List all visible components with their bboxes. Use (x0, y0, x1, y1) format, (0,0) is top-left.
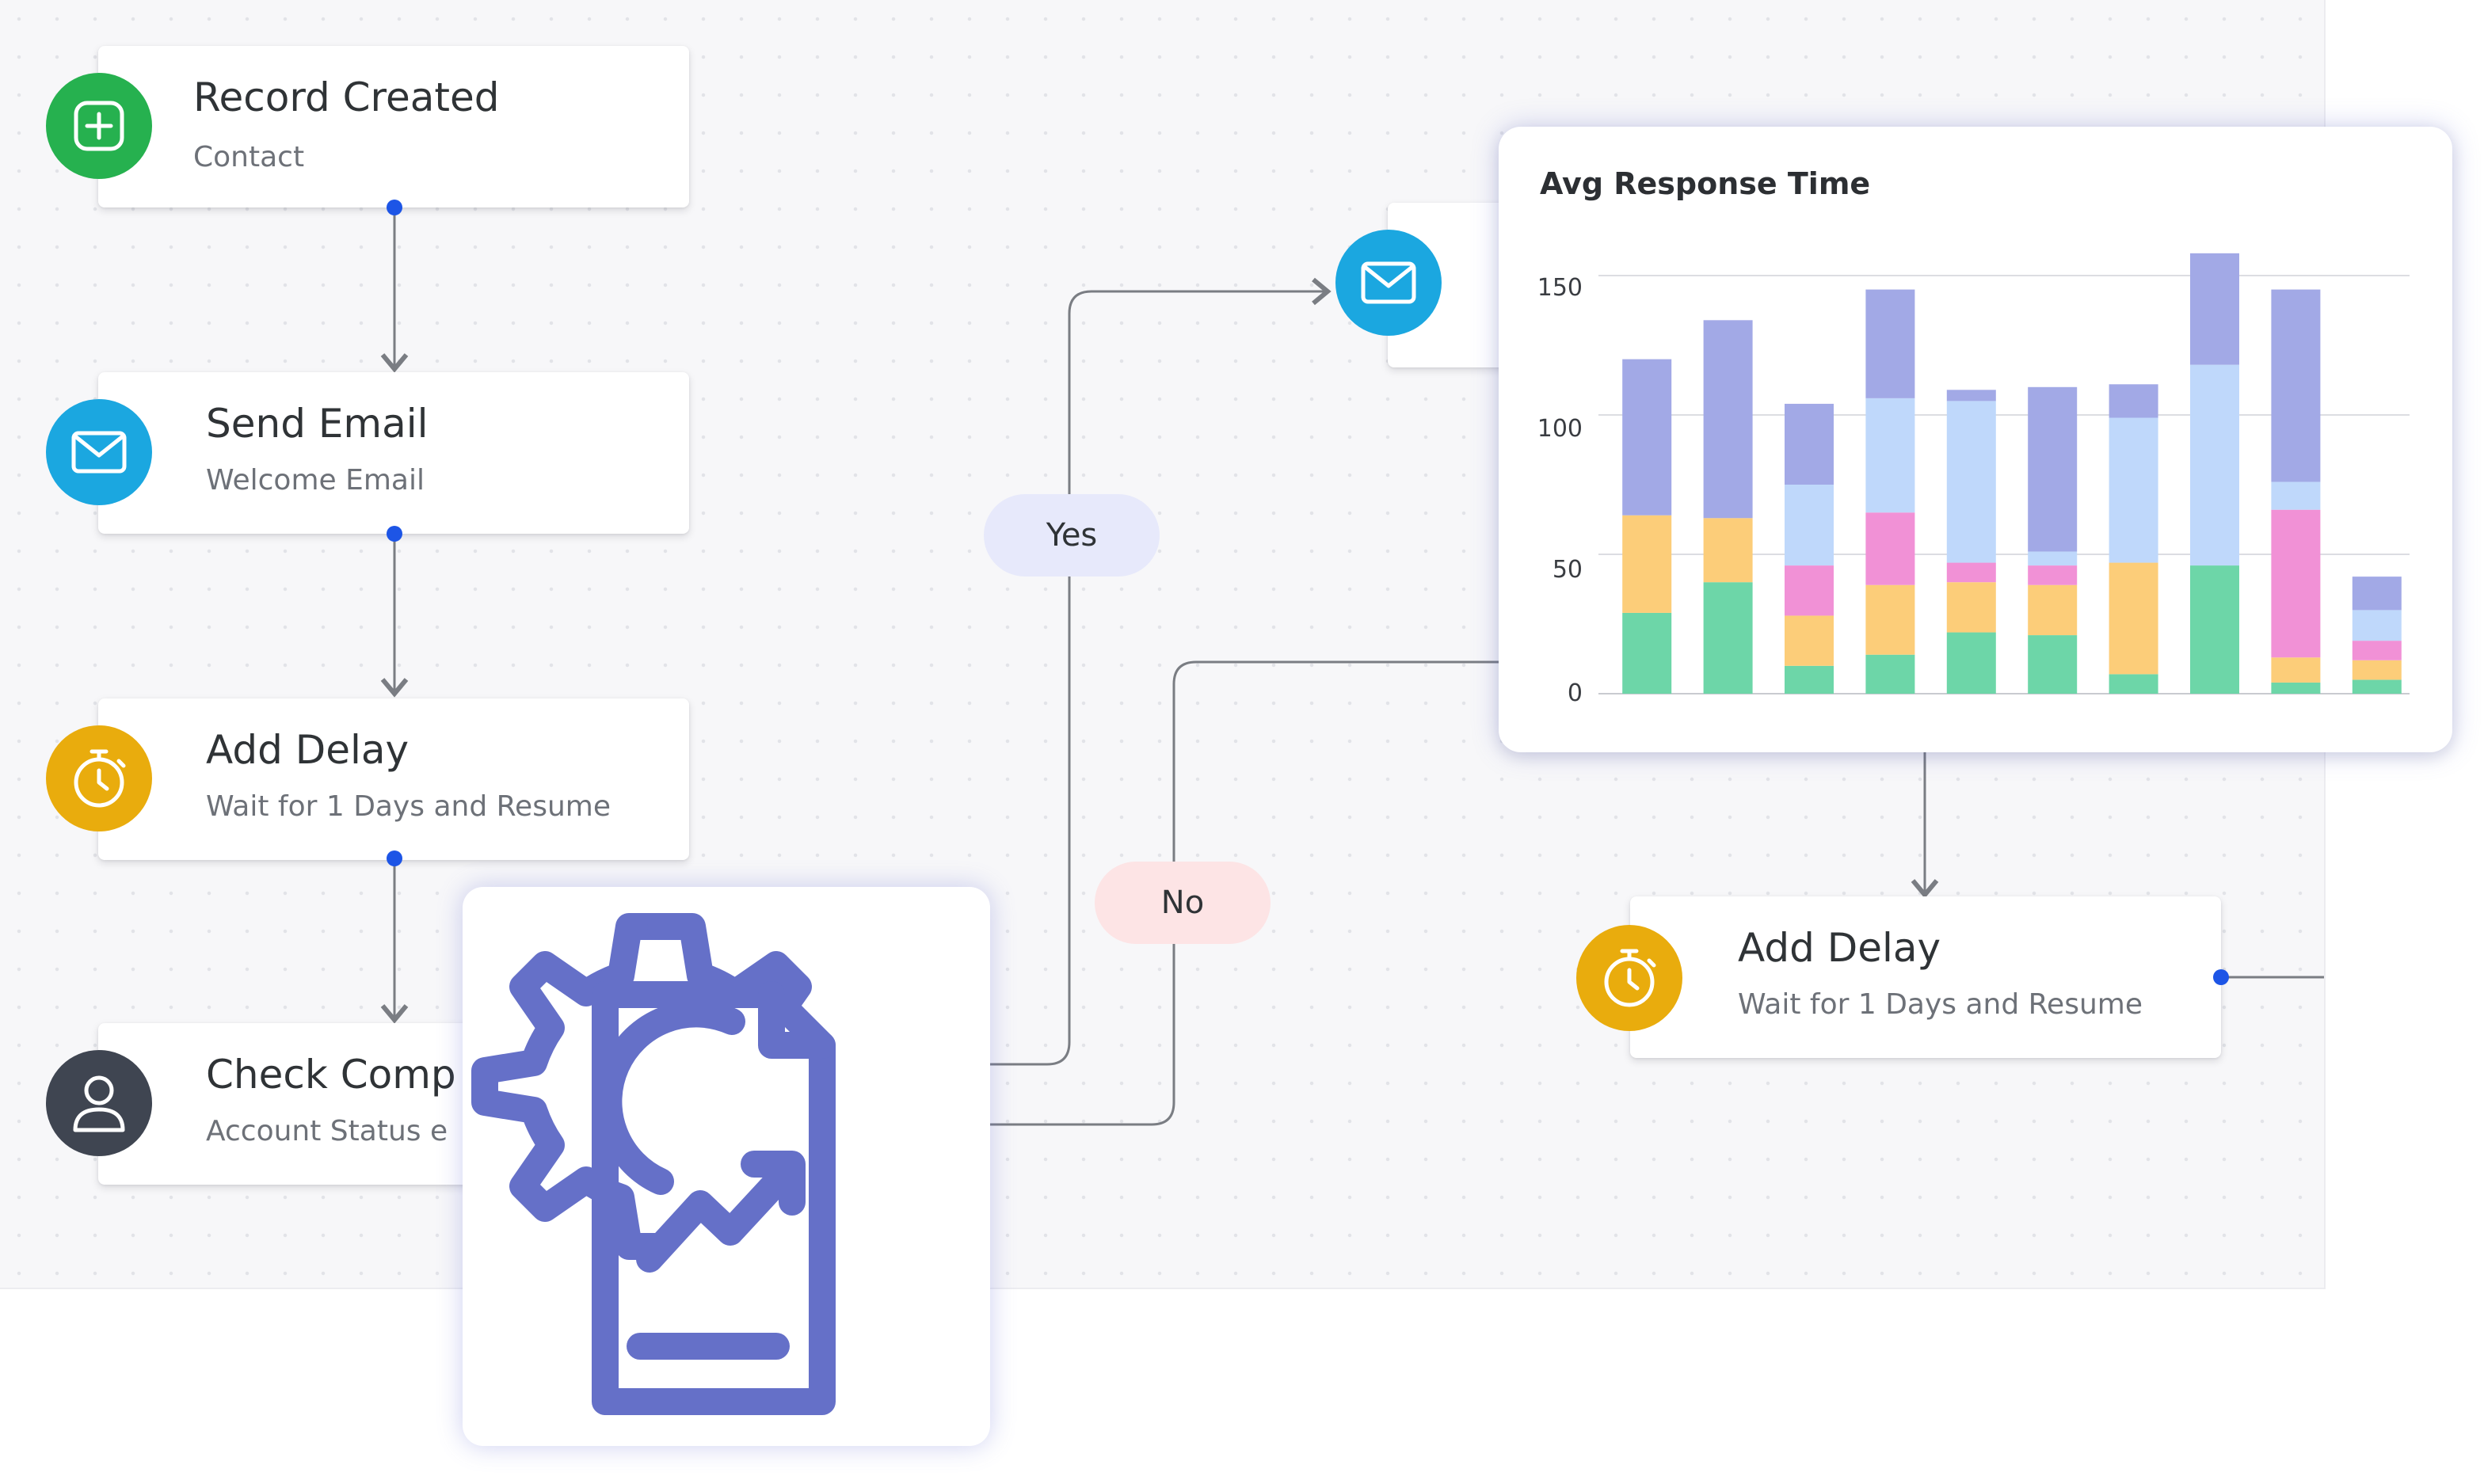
bar-segment (1785, 403, 1834, 485)
bar-segment (1785, 665, 1834, 694)
plus-square-icon (46, 73, 152, 179)
node-add-delay[interactable]: Add Delay Wait for 1 Days and Resume (98, 698, 689, 860)
node-subtitle: Welcome Email (206, 464, 425, 497)
bar-segment (1865, 584, 1915, 655)
bar-segment (2352, 576, 2402, 611)
node-subtitle: Account Status e (206, 1115, 448, 1147)
bar-segment (1946, 390, 1996, 401)
bar-segment (1785, 485, 1834, 566)
bar-segment (1946, 632, 1996, 694)
bar-segment (1865, 398, 1915, 513)
bar-segment (2190, 565, 2239, 694)
bar-segment (2271, 289, 2321, 482)
bar-segment (2028, 565, 2078, 585)
bar-segment (2271, 657, 2321, 683)
bar-segment (2352, 679, 2402, 694)
node-title: Add Delay (206, 727, 410, 773)
y-tick-label: 100 (1537, 415, 1583, 443)
user-icon (46, 1050, 152, 1156)
node-add-delay-2[interactable]: Add Delay Wait for 1 Days and Resume (1630, 896, 2221, 1058)
envelope-icon (46, 399, 152, 505)
bar-segment (2352, 660, 2402, 680)
bar-segment (2109, 562, 2158, 675)
bar-segment (1622, 515, 1672, 613)
bar-segment (2028, 635, 2078, 694)
node-subtitle: Contact (193, 141, 305, 173)
avg-response-time-card: Avg Response Time 150 100 50 0 (1499, 127, 2452, 752)
branch-no-label[interactable]: No (1095, 862, 1271, 944)
branch-yes-label[interactable]: Yes (984, 494, 1160, 576)
y-tick-label: 50 (1552, 556, 1583, 584)
chart-title: Avg Response Time (1540, 166, 1871, 201)
bar-segment (2190, 364, 2239, 566)
node-title: Add Delay (1738, 925, 1941, 971)
bar-segment (2109, 384, 2158, 418)
chart-plot (1598, 253, 2410, 694)
bar-segment (1622, 359, 1672, 516)
stopwatch-icon (46, 725, 152, 831)
node-output-dot[interactable] (2213, 969, 2229, 985)
node-title: Send Email (206, 401, 429, 447)
bar-segment (1703, 320, 1753, 519)
node-title: Record Created (193, 74, 500, 120)
node-subtitle: Wait for 1 Days and Resume (206, 790, 611, 823)
bar-segment (1703, 582, 1753, 694)
bar-segment (2028, 386, 2078, 552)
bar-segment (2271, 682, 2321, 694)
bar-segment (1785, 565, 1834, 616)
bar-segment (1865, 654, 1915, 694)
bar-segment (1946, 562, 1996, 583)
connector-yes-branch (990, 277, 1332, 1066)
bar-segment (1622, 612, 1672, 694)
bar-segment (1865, 512, 1915, 585)
bar-segment (2028, 551, 2078, 566)
bar-segment (2109, 674, 2158, 694)
bar-segment (2271, 481, 2321, 510)
stopwatch-icon (1576, 925, 1682, 1031)
y-tick-label: 150 (1537, 274, 1583, 302)
node-send-email[interactable]: Send Email Welcome Email (98, 372, 689, 534)
y-tick-label: 0 (1567, 679, 1583, 707)
node-output-dot[interactable] (387, 850, 402, 866)
node-output-dot[interactable] (387, 200, 402, 215)
bar-segment (2109, 417, 2158, 563)
bar-segment (2352, 641, 2402, 660)
settings-report-icon (471, 913, 836, 1415)
bar-segment (1946, 401, 1996, 563)
bar-segment (1703, 518, 1753, 583)
node-subtitle: Wait for 1 Days and Resume (1738, 988, 2143, 1021)
node-title: Check Comp (206, 1052, 456, 1098)
bar-segment (2271, 509, 2321, 658)
settings-report-card (463, 887, 990, 1446)
node-record-created[interactable]: Record Created Contact (98, 46, 689, 207)
bar-segment (1946, 582, 1996, 633)
bar-segment (2352, 610, 2402, 641)
bar-segment (1785, 615, 1834, 666)
bar-segment (2190, 253, 2239, 365)
envelope-icon (1335, 230, 1442, 336)
bar-segment (2028, 584, 2078, 636)
node-output-dot[interactable] (387, 526, 402, 542)
bar-segment (1865, 289, 1915, 398)
